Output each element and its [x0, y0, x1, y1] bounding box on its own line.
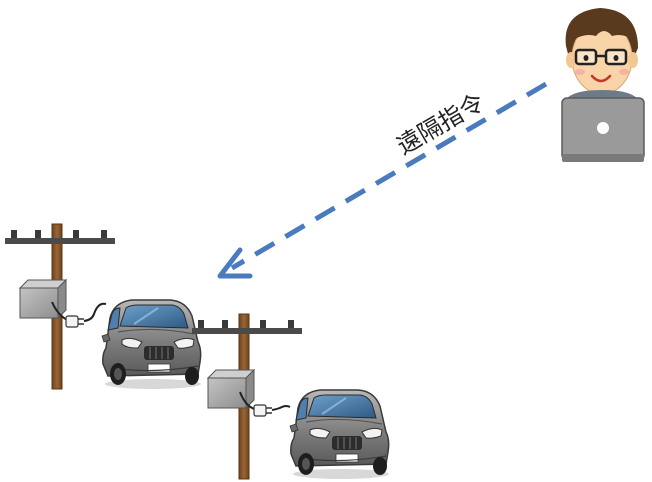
electric-car-icon — [289, 389, 390, 480]
charging-box-icon — [207, 369, 255, 409]
electric-car-icon — [101, 299, 202, 390]
plug-icon — [65, 302, 107, 328]
remote-command-arrow — [217, 81, 548, 279]
charging-station-1 — [4, 223, 202, 390]
plug-icon — [253, 404, 291, 417]
person-with-laptop-icon — [561, 8, 645, 162]
charging-station-2 — [191, 313, 390, 480]
